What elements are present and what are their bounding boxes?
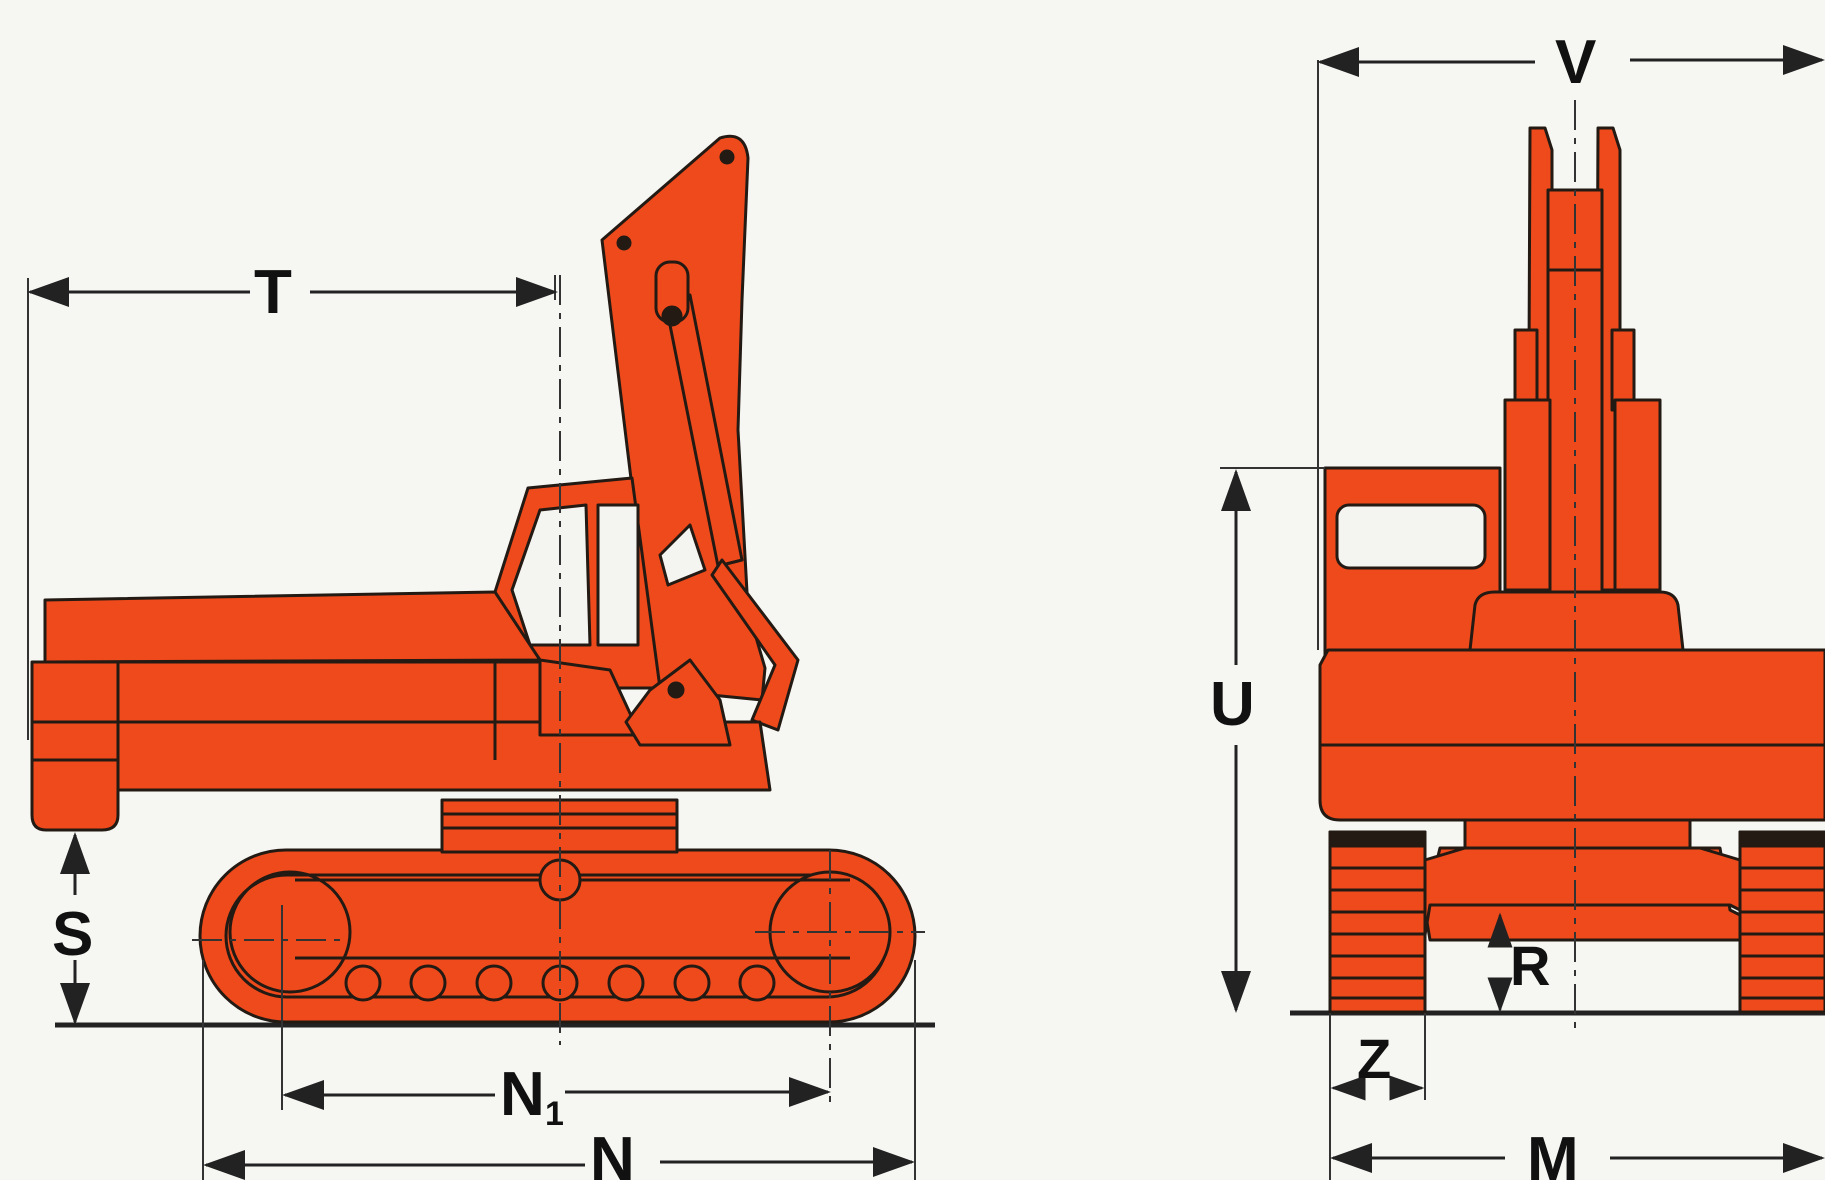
front-view: V U R Z M — [1210, 28, 1825, 1180]
front-track-left — [1328, 830, 1427, 1014]
side-track — [198, 848, 917, 1024]
front-cab — [1323, 466, 1502, 662]
label-U: U — [1210, 670, 1255, 739]
label-T: T — [254, 258, 292, 327]
dimension-V — [1317, 45, 1825, 77]
front-body — [1318, 648, 1825, 822]
label-N: N — [590, 1125, 635, 1180]
label-Z: Z — [1357, 1027, 1391, 1090]
side-cab — [493, 476, 662, 690]
side-view: T S N 1 N — [27, 134, 935, 1180]
front-track-right — [1738, 830, 1825, 1014]
side-superstructure — [30, 590, 772, 832]
label-N1: N — [500, 1060, 545, 1129]
label-V: V — [1555, 28, 1596, 97]
dimension-N1 — [282, 1077, 831, 1110]
label-M: M — [1527, 1125, 1579, 1180]
label-R: R — [1510, 934, 1550, 997]
side-centerlines — [27, 275, 925, 1180]
front-boom — [1503, 126, 1662, 602]
label-S: S — [52, 900, 93, 969]
label-N1-subscript: 1 — [545, 1095, 564, 1133]
front-engine-hood — [1468, 590, 1685, 652]
dimension-N — [203, 1147, 915, 1180]
